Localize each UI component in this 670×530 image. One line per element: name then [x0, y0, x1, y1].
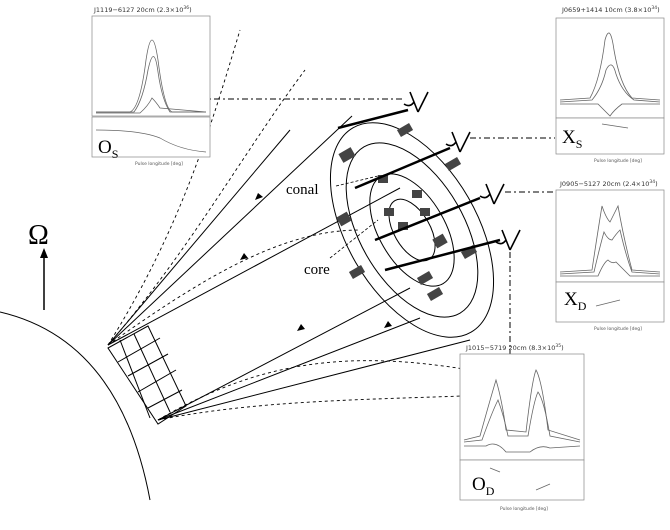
- dash-dot-connectors: [200, 98, 580, 380]
- panel-xd-profile: [559, 204, 661, 277]
- panel-os-title: J1119−6127 20cm (2.3×1036): [93, 5, 192, 14]
- panel-xd-top-frame: [555, 189, 665, 283]
- panel-xs-profile: [559, 32, 661, 117]
- core-leader-lines: [329, 175, 379, 259]
- panel-od-mode-label: OD: [472, 474, 495, 498]
- panel-xd-xlabel: Pulse longitude [deg]: [594, 326, 642, 332]
- panel-xs-top-frame: [555, 17, 665, 119]
- field-arrowheads: [240, 193, 392, 331]
- panel-os-bottom-frame: [91, 116, 211, 158]
- observer-eyes: [403, 91, 521, 251]
- panel-xs-bottom-frame: [555, 117, 665, 155]
- panel-os-xlabel: Pulse longitude [deg]: [135, 161, 183, 167]
- panel-os: J1119−6127 20cm (2.3×1036) OS Pulse long…: [91, 5, 211, 167]
- field-lines-with-arrows: [107, 129, 421, 421]
- panel-xd-title: J0905−5127 20cm (2.4×1034): [559, 179, 658, 188]
- panel-xd: J0905−5127 20cm (2.4×1034) XD Pulse long…: [555, 179, 665, 332]
- conal-label: conal: [286, 182, 318, 198]
- emission-cone: [107, 115, 471, 421]
- panel-xd-pa-curve: [595, 299, 621, 307]
- panel-xs: J0659+1414 10cm (3.8×1034) XS Pulse long…: [555, 5, 665, 164]
- panel-xs-xlabel: Pulse longitude [deg]: [594, 158, 642, 164]
- panel-os-pa-curve: [95, 129, 207, 153]
- panel-od: J1015−5719 20cm (8.3×1035) OD Pulse long…: [459, 343, 585, 512]
- core-label: core: [304, 262, 330, 278]
- rotation-arrowhead: [40, 248, 48, 258]
- sight-lines: [337, 108, 501, 272]
- neutron-star-surface: [0, 311, 151, 501]
- panel-xd-mode-label: XD: [564, 289, 587, 313]
- panel-xs-pa-curve: [601, 123, 629, 129]
- polar-cap: [107, 325, 187, 425]
- panel-os-mode-label: OS: [98, 137, 118, 161]
- panel-od-bottom-frame: [459, 459, 585, 501]
- panel-od-xlabel: Pulse longitude [deg]: [500, 506, 548, 512]
- panel-os-top-frame: [91, 15, 211, 117]
- panel-xs-mode-label: XS: [562, 127, 582, 151]
- panel-xs-title: J0659+1414 10cm (3.8×1034): [561, 5, 660, 14]
- emission-spots: [336, 123, 478, 301]
- panel-od-profile: [463, 369, 581, 453]
- panel-od-title: J1015−5719 20cm (8.3×1035): [465, 343, 564, 352]
- panel-od-pa-curve-2: [535, 483, 551, 491]
- panel-xd-bottom-frame: [555, 281, 665, 323]
- panel-od-top-frame: [459, 353, 585, 461]
- panel-os-profile: [96, 39, 207, 114]
- panel-od-pa-curve-1: [489, 467, 501, 473]
- omega-label: Ω: [28, 220, 49, 251]
